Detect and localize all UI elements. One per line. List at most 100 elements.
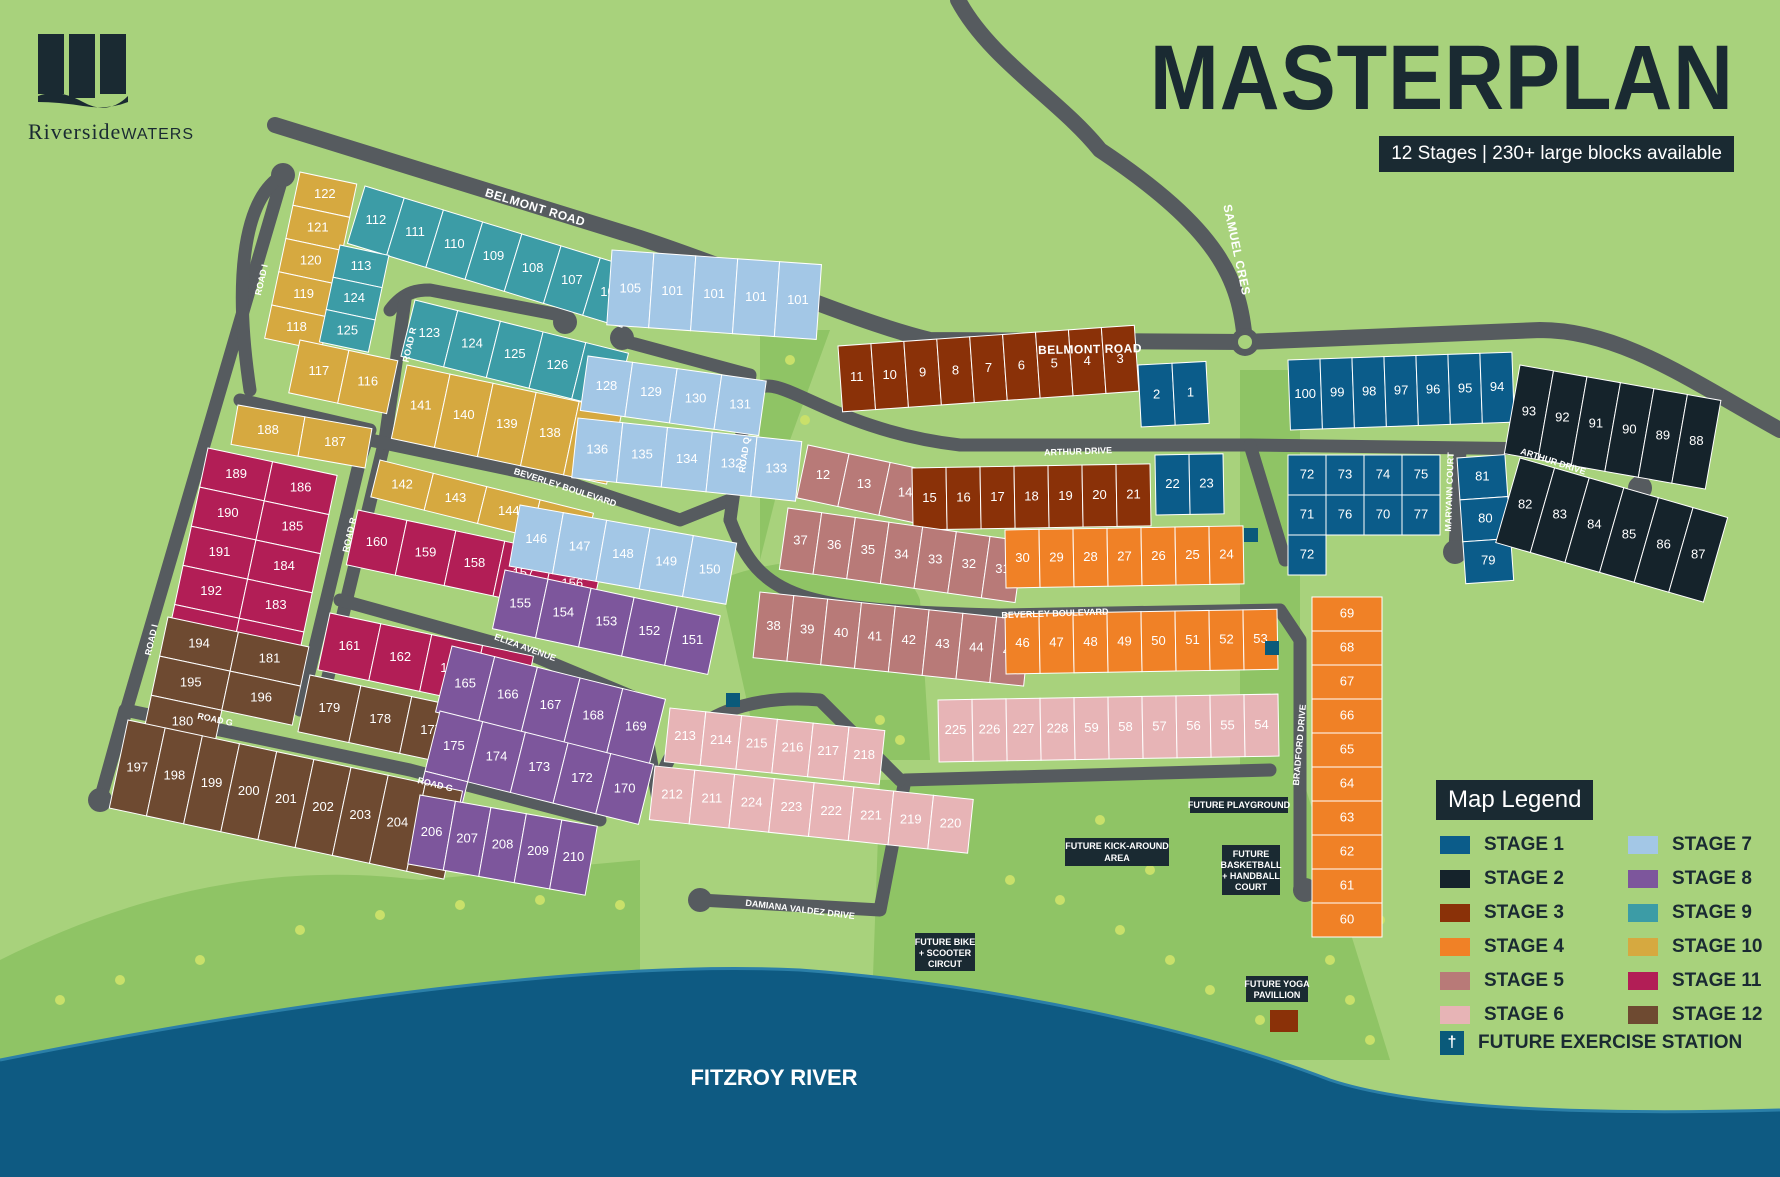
lot-128[interactable]: 128 [579, 355, 634, 418]
lot-29[interactable]: 29 [1038, 528, 1075, 588]
lot-159[interactable]: 159 [394, 519, 457, 587]
lot-41[interactable]: 41 [853, 602, 896, 673]
lot-124[interactable]: 124 [325, 276, 383, 321]
lot-69[interactable]: 69 [1311, 596, 1383, 632]
lot-222[interactable]: 222 [807, 782, 855, 842]
lot-40[interactable]: 40 [820, 598, 862, 669]
lot-213[interactable]: 213 [663, 707, 707, 767]
lot-99[interactable]: 99 [1319, 357, 1355, 430]
lot-162[interactable]: 162 [368, 623, 433, 692]
lot-9[interactable]: 9 [903, 338, 942, 408]
lot-25[interactable]: 25 [1174, 525, 1211, 586]
lot-54[interactable]: 54 [1243, 693, 1280, 758]
lot-51[interactable]: 51 [1174, 609, 1211, 672]
lot-70[interactable]: 70 [1363, 494, 1403, 536]
lot-shape[interactable] [1401, 454, 1441, 496]
lot-101[interactable]: 101 [731, 258, 781, 338]
lot-187[interactable]: 187 [297, 416, 373, 469]
lot-61[interactable]: 61 [1311, 868, 1383, 904]
lot-141[interactable]: 141 [390, 364, 451, 449]
lot-17[interactable]: 17 [979, 465, 1016, 530]
lot-shape[interactable] [1311, 868, 1383, 904]
lot-146[interactable]: 146 [508, 504, 564, 575]
lot-108[interactable]: 108 [503, 233, 562, 304]
lot-167[interactable]: 167 [520, 666, 581, 745]
lot-148[interactable]: 148 [595, 519, 651, 590]
lot-220[interactable]: 220 [927, 794, 974, 854]
lot-49[interactable]: 49 [1106, 611, 1143, 673]
lot-158[interactable]: 158 [443, 530, 506, 597]
lot-38[interactable]: 38 [752, 591, 795, 662]
lot-34[interactable]: 34 [879, 521, 924, 589]
lot-76[interactable]: 76 [1325, 494, 1365, 536]
lot-131[interactable]: 131 [713, 374, 767, 437]
lot-212[interactable]: 212 [648, 765, 696, 825]
lot-36[interactable]: 36 [812, 512, 856, 580]
lot-178[interactable]: 178 [348, 685, 413, 754]
lot-152[interactable]: 152 [621, 596, 678, 666]
lot-2[interactable]: 2 [1137, 362, 1176, 428]
lot-shape[interactable] [297, 416, 373, 469]
lot-50[interactable]: 50 [1140, 610, 1177, 673]
lot-1[interactable]: 1 [1171, 360, 1210, 426]
lot-39[interactable]: 39 [786, 595, 829, 666]
lot-shape[interactable] [1462, 537, 1515, 585]
lot-221[interactable]: 221 [847, 786, 895, 846]
lot-94[interactable]: 94 [1479, 351, 1515, 424]
lot-126[interactable]: 126 [528, 331, 587, 400]
lot-47[interactable]: 47 [1038, 612, 1075, 674]
lot-119[interactable]: 119 [271, 271, 337, 318]
lot-72[interactable]: 72 [1287, 534, 1327, 576]
lot-130[interactable]: 130 [668, 367, 723, 430]
facility-yoga[interactable]: FUTURE YOGA PAVILLION [1244, 976, 1310, 1032]
lot-shape[interactable] [221, 670, 302, 726]
lot-shape[interactable] [595, 752, 655, 825]
lot-shape[interactable] [1401, 494, 1441, 536]
lot-shape[interactable] [318, 308, 376, 353]
lot-18[interactable]: 18 [1013, 465, 1050, 529]
lot-217[interactable]: 217 [807, 722, 850, 782]
lot-105[interactable]: 105 [606, 249, 655, 329]
lot-84[interactable]: 84 [1564, 477, 1625, 573]
facility-playground[interactable]: FUTURE PLAYGROUND [1188, 797, 1291, 813]
lot-96[interactable]: 96 [1415, 353, 1451, 427]
lot-73[interactable]: 73 [1325, 454, 1365, 496]
lot-60[interactable]: 60 [1311, 902, 1383, 938]
lot-58[interactable]: 58 [1107, 695, 1144, 760]
lot-112[interactable]: 112 [346, 185, 405, 256]
lot-174[interactable]: 174 [467, 721, 526, 794]
lot-153[interactable]: 153 [578, 587, 635, 657]
lot-90[interactable]: 90 [1604, 382, 1655, 478]
lot-5[interactable]: 5 [1034, 329, 1074, 399]
lot-214[interactable]: 214 [699, 711, 743, 770]
lot-91[interactable]: 91 [1570, 376, 1622, 472]
lot-133[interactable]: 133 [750, 436, 803, 502]
facility-bike-circuit[interactable]: FUTURE BIKE + SCOOTER CIRCUT [915, 933, 976, 971]
lot-192[interactable]: 192 [174, 564, 249, 619]
lot-37[interactable]: 37 [778, 507, 823, 575]
lot-shape[interactable] [1100, 324, 1140, 394]
lot-189[interactable]: 189 [199, 447, 274, 502]
lot-79[interactable]: 79 [1462, 537, 1515, 585]
lot-101[interactable]: 101 [773, 261, 823, 340]
lot-shape[interactable] [1311, 630, 1383, 666]
lot-shape[interactable] [713, 374, 767, 437]
lot-183[interactable]: 183 [238, 578, 313, 633]
lot-19[interactable]: 19 [1047, 464, 1084, 529]
lot-55[interactable]: 55 [1209, 694, 1246, 758]
lot-71[interactable]: 71 [1287, 494, 1327, 536]
lot-52[interactable]: 52 [1208, 609, 1245, 671]
lot-46[interactable]: 46 [1004, 612, 1041, 675]
lot-173[interactable]: 173 [509, 731, 569, 804]
lot-123[interactable]: 123 [400, 299, 459, 368]
